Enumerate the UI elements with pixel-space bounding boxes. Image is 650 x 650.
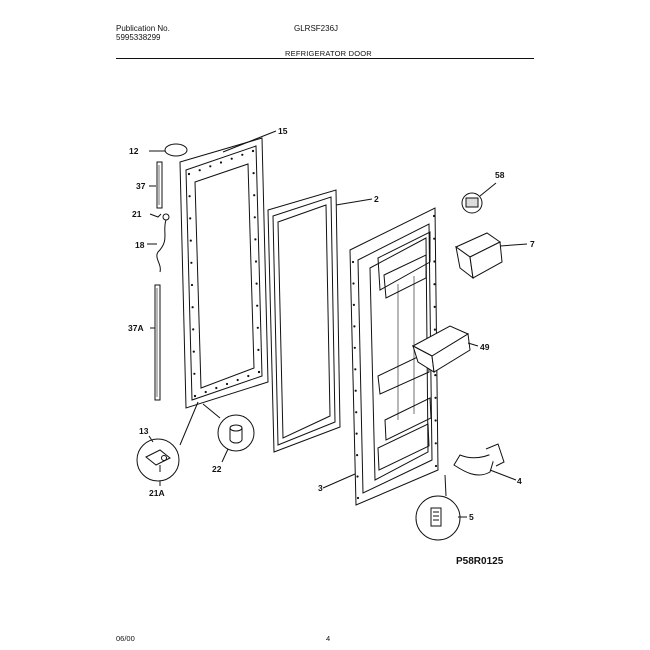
part-37-trim-and-wiring bbox=[147, 161, 170, 401]
screw-hole bbox=[356, 454, 359, 457]
screw-hole bbox=[189, 239, 192, 242]
footer-page-number: 4 bbox=[326, 634, 331, 643]
screw-hole bbox=[192, 350, 195, 353]
footer-date: 06/00 bbox=[116, 634, 135, 643]
screw-hole bbox=[209, 165, 212, 168]
screw-hole bbox=[241, 153, 244, 156]
diagram-code: P58R0125 bbox=[456, 556, 504, 567]
callout-37a: 37A bbox=[128, 323, 144, 333]
screw-hole bbox=[434, 374, 437, 377]
screw-hole bbox=[434, 396, 437, 399]
publication-label: Publication No. bbox=[116, 24, 170, 33]
callout-22: 22 bbox=[212, 464, 222, 474]
screw-hole bbox=[355, 411, 358, 414]
callout-15: 15 bbox=[278, 126, 288, 136]
screw-hole bbox=[354, 389, 357, 392]
callout-21a: 21A bbox=[149, 488, 165, 498]
screw-hole bbox=[252, 172, 255, 175]
screw-hole bbox=[253, 216, 256, 219]
screw-hole bbox=[254, 260, 258, 263]
screw-hole bbox=[434, 419, 437, 422]
callout-5: 5 bbox=[469, 512, 474, 522]
screw-hole bbox=[354, 368, 357, 371]
screw-hole bbox=[198, 169, 201, 172]
screw-hole bbox=[434, 464, 438, 468]
callout-13: 13 bbox=[139, 426, 149, 436]
callout-49: 49 bbox=[480, 342, 490, 352]
screw-hole bbox=[353, 346, 356, 349]
callout-2: 2 bbox=[374, 194, 379, 204]
part-5-switch-detail bbox=[415, 474, 467, 541]
part-58-button bbox=[461, 182, 497, 214]
part-49-shelf bbox=[411, 325, 479, 373]
screw-hole bbox=[255, 282, 258, 285]
screw-hole bbox=[433, 283, 436, 286]
publication-number: 5995338299 bbox=[116, 33, 161, 42]
screw-hole bbox=[433, 328, 436, 331]
screw-hole bbox=[193, 372, 196, 375]
screw-hole bbox=[187, 172, 191, 176]
screw-hole bbox=[256, 326, 259, 329]
screw-hole bbox=[225, 382, 229, 386]
screw-hole bbox=[189, 217, 192, 220]
screw-hole bbox=[191, 306, 194, 309]
screw-hole bbox=[356, 475, 359, 478]
screw-hole bbox=[351, 260, 355, 264]
screw-hole bbox=[215, 386, 218, 390]
screw-hole bbox=[253, 194, 256, 197]
part-7-bin bbox=[455, 232, 528, 280]
screw-hole bbox=[190, 283, 194, 287]
screw-hole bbox=[353, 325, 356, 328]
callout-7: 7 bbox=[530, 239, 535, 249]
screw-hole bbox=[192, 328, 195, 331]
screw-hole bbox=[434, 442, 437, 445]
callout-58: 58 bbox=[495, 170, 505, 180]
screw-hole bbox=[236, 378, 239, 382]
screw-hole bbox=[352, 303, 355, 306]
callout-21: 21 bbox=[132, 209, 142, 219]
screw-hole bbox=[190, 261, 193, 264]
screw-hole bbox=[256, 304, 259, 307]
part-2-inner-panel bbox=[267, 189, 373, 453]
part-15-door-gasket-frame bbox=[179, 130, 277, 409]
part-3-door-liner bbox=[322, 207, 439, 506]
model-number: GLRSF236J bbox=[294, 24, 339, 33]
screw-hole bbox=[257, 348, 260, 351]
callout-37: 37 bbox=[136, 181, 146, 191]
screw-hole bbox=[219, 161, 223, 164]
screw-hole bbox=[355, 432, 358, 435]
screw-hole bbox=[204, 390, 207, 394]
part-22-pivot-detail bbox=[202, 403, 255, 463]
part-13-hinge-detail bbox=[136, 401, 199, 486]
screw-hole bbox=[433, 260, 436, 263]
header-rule bbox=[116, 58, 534, 59]
screw-hole bbox=[433, 305, 436, 308]
callout-18: 18 bbox=[135, 240, 145, 250]
screw-hole bbox=[356, 496, 360, 500]
callout-3: 3 bbox=[318, 483, 323, 493]
screw-hole bbox=[352, 282, 355, 285]
section-title: REFRIGERATOR DOOR bbox=[285, 49, 372, 58]
screw-hole bbox=[188, 195, 191, 198]
callout-12: 12 bbox=[129, 146, 139, 156]
part-12-cap bbox=[149, 143, 188, 157]
screw-hole bbox=[257, 370, 261, 374]
screw-hole bbox=[251, 149, 255, 153]
part-4-bracket bbox=[453, 443, 517, 481]
screw-hole bbox=[432, 214, 436, 218]
screw-hole bbox=[254, 238, 257, 241]
callout-4: 4 bbox=[517, 476, 522, 486]
screw-hole bbox=[193, 394, 197, 398]
screw-hole bbox=[433, 237, 436, 240]
screw-hole bbox=[247, 374, 250, 378]
screw-hole bbox=[230, 157, 233, 160]
